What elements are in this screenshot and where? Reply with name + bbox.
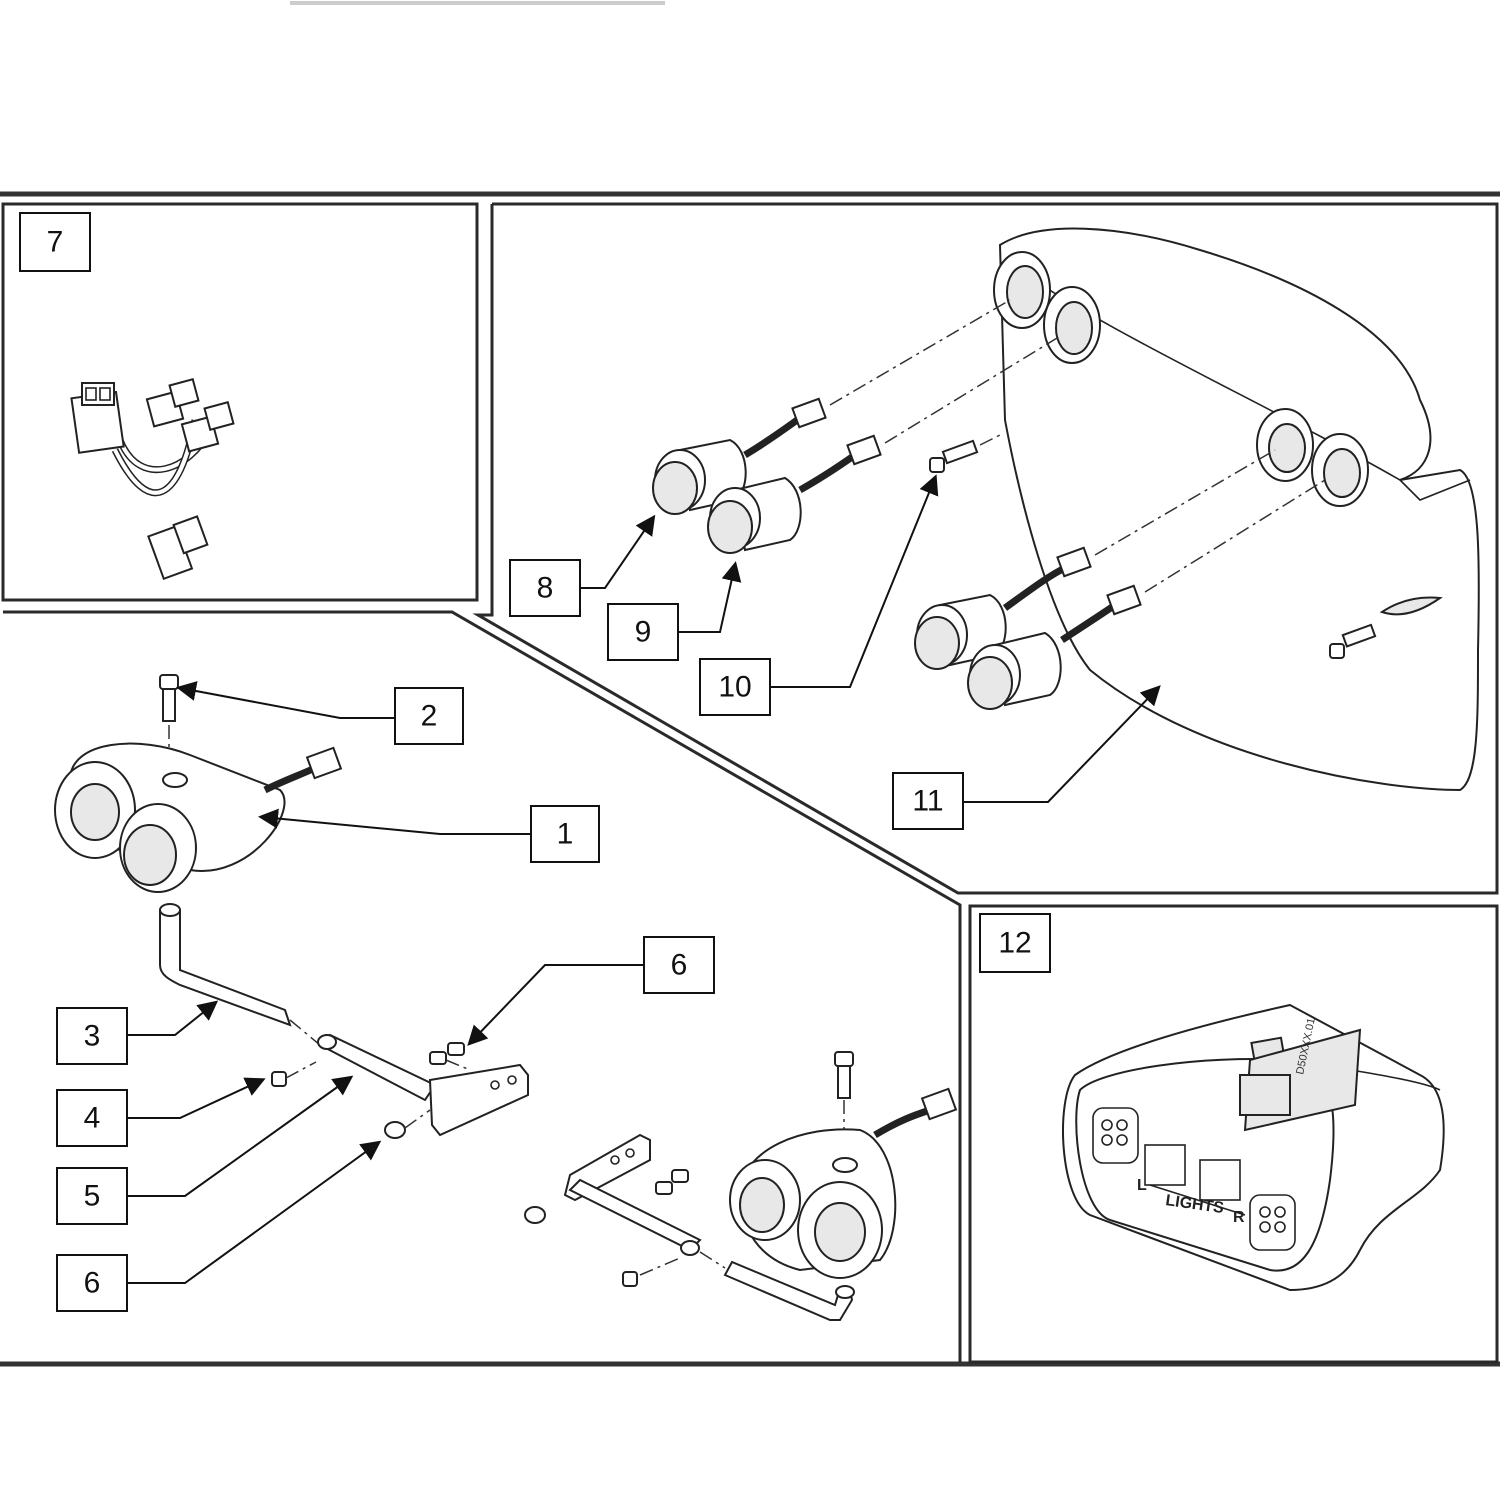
- frame: [0, 1, 1500, 1367]
- lamps-right-pair: [914, 449, 1326, 710]
- harness-7: [70, 296, 464, 581]
- shroud-11: [929, 227, 1480, 792]
- svg-text:9: 9: [635, 616, 652, 649]
- callout-2: 2: [394, 687, 464, 745]
- svg-text:12: 12: [998, 927, 1031, 960]
- callout-9: 9: [607, 603, 679, 661]
- callout-10: 10: [699, 658, 771, 716]
- callout-7: 7: [19, 212, 91, 272]
- callout-1: 1: [530, 805, 600, 863]
- module-label-right: R: [1233, 1209, 1245, 1226]
- module-12: [1062, 1003, 1445, 1292]
- svg-text:6: 6: [671, 949, 688, 982]
- light-assembly-right: [524, 1051, 958, 1321]
- callout-6-bottom: 6: [56, 1254, 128, 1312]
- module-label-left: L: [1137, 1177, 1147, 1194]
- callout-11: 11: [892, 772, 964, 830]
- svg-text:2: 2: [421, 700, 438, 733]
- svg-text:1: 1: [557, 818, 574, 851]
- callout-3: 3: [56, 1007, 128, 1065]
- svg-text:11: 11: [912, 785, 943, 818]
- svg-text:4: 4: [84, 1102, 101, 1135]
- svg-text:8: 8: [537, 572, 554, 605]
- svg-text:10: 10: [718, 671, 751, 704]
- callout-12: 12: [979, 913, 1051, 973]
- panel-dividers: [1, 202, 1499, 1364]
- svg-text:7: 7: [47, 226, 64, 259]
- lamps-8-9: [652, 299, 1063, 554]
- callout-8: 8: [509, 559, 581, 617]
- callout-4: 4: [56, 1089, 128, 1147]
- leader-lines: [127, 474, 1161, 1284]
- light-assembly-left: [54, 674, 529, 1139]
- svg-text:6: 6: [84, 1267, 101, 1300]
- svg-text:5: 5: [84, 1180, 101, 1213]
- svg-text:3: 3: [84, 1020, 101, 1053]
- callout-5: 5: [56, 1167, 128, 1225]
- callout-6-top: 6: [643, 936, 715, 994]
